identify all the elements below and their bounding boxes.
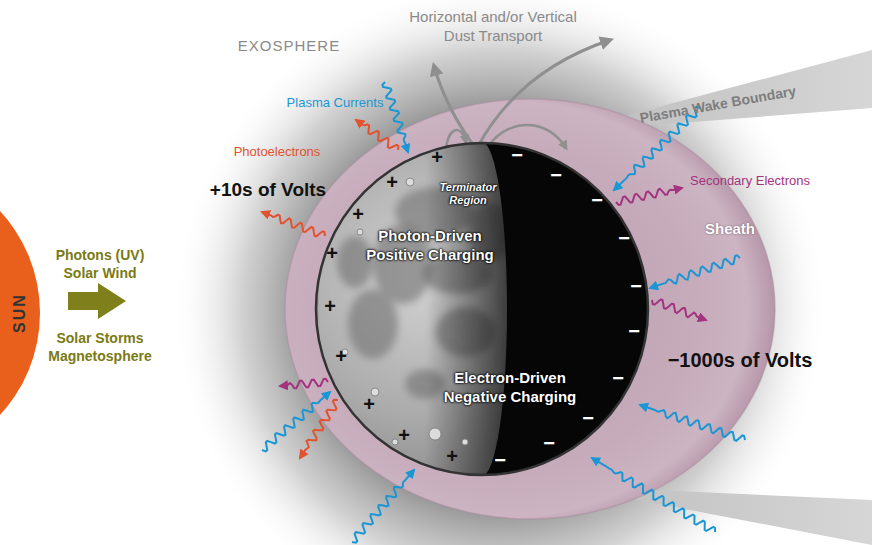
dust-arrow bbox=[478, 40, 610, 146]
boundary-label: Plasma Wake Boundary bbox=[639, 83, 798, 128]
plasma-current bbox=[650, 255, 740, 288]
plasma-current bbox=[592, 458, 715, 532]
secondary-electron-ray bbox=[280, 379, 328, 389]
exosphere-glow bbox=[170, 0, 830, 545]
region-label: Terminator Region bbox=[434, 181, 502, 206]
plasma-sheath bbox=[285, 99, 775, 519]
current-label: Plasma Currents bbox=[287, 95, 384, 111]
charging-label: Electron-Driven Negative Charging bbox=[435, 369, 585, 407]
moon-day-side bbox=[315, 142, 649, 476]
current-label: Photoelectrons bbox=[234, 144, 321, 160]
plasma-current bbox=[382, 82, 408, 152]
dust-arrow bbox=[434, 66, 474, 146]
plasma-current bbox=[352, 470, 414, 543]
region-label: Sheath bbox=[705, 220, 755, 239]
secondary-electron-ray bbox=[616, 188, 682, 205]
process-label: Horizontal and/or Vertical Dust Transpor… bbox=[393, 8, 593, 46]
plasma-current bbox=[640, 405, 745, 441]
photoelectron-ray bbox=[300, 400, 338, 458]
current-label: Secondary Electrons bbox=[690, 173, 810, 189]
region-label: EXOSPHERE bbox=[238, 37, 340, 56]
moon-outline bbox=[316, 143, 648, 475]
sun-shape: SUN bbox=[0, 210, 40, 416]
sun-disc bbox=[0, 163, 40, 463]
moon-disc: Terminator RegionPhoton-Driven Positive … bbox=[315, 142, 649, 476]
source-label: Solar Storms Magnetosphere bbox=[44, 330, 156, 365]
solar-wind-arrow bbox=[68, 283, 126, 319]
voltage-label: +10s of Volts bbox=[210, 178, 326, 202]
moon-night-side bbox=[316, 143, 648, 475]
source-label: Photons (UV) Solar Wind bbox=[44, 247, 156, 282]
charging-label: Photon-Driven Positive Charging bbox=[355, 227, 505, 265]
voltage-label: −1000s of Volts bbox=[668, 348, 813, 373]
plasma-current bbox=[614, 107, 700, 190]
sun-label: SUN bbox=[10, 293, 30, 333]
photoelectron-ray bbox=[262, 212, 325, 236]
photoelectron-ray bbox=[356, 120, 398, 150]
secondary-electron-ray bbox=[652, 300, 706, 320]
